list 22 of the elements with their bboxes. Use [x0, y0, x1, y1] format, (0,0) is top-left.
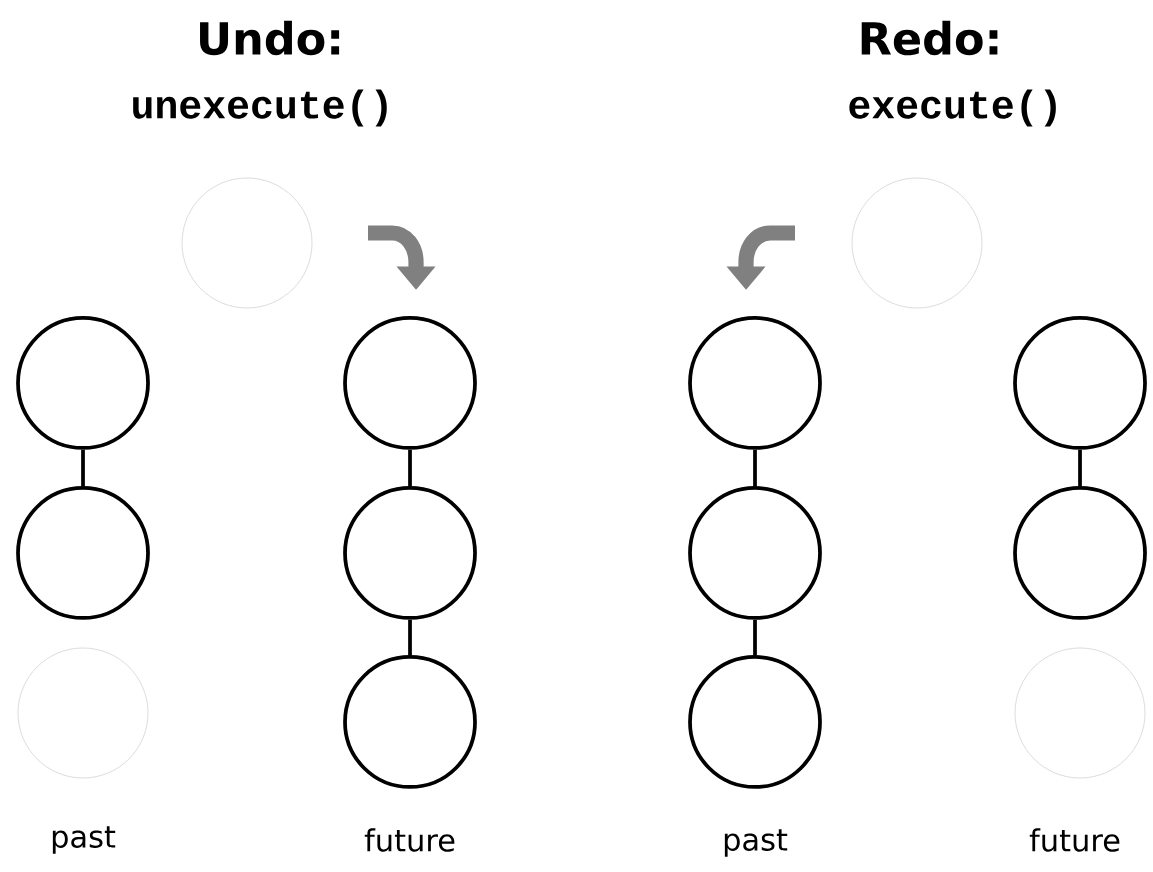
circle: [16, 316, 150, 450]
connector-line: [1078, 449, 1082, 487]
circle: [688, 316, 822, 450]
circle: [688, 655, 822, 789]
connector-line: [753, 449, 757, 487]
circle: [343, 655, 477, 789]
empty-circle: [17, 647, 149, 779]
empty-circle: [181, 177, 313, 309]
circle: [1013, 486, 1147, 620]
empty-circle: [851, 177, 983, 309]
code-text: unexecute(): [133, 89, 387, 127]
circle: [1013, 316, 1147, 450]
connector-line: [81, 449, 85, 487]
connector-line: [408, 449, 412, 487]
code-text: execute(): [849, 89, 1056, 127]
circle: [343, 486, 477, 620]
circle: [688, 486, 822, 620]
connector-line: [408, 619, 412, 656]
circle: [343, 316, 477, 450]
connector-line: [753, 619, 757, 656]
empty-circle: [1014, 647, 1146, 779]
circle: [16, 486, 150, 620]
